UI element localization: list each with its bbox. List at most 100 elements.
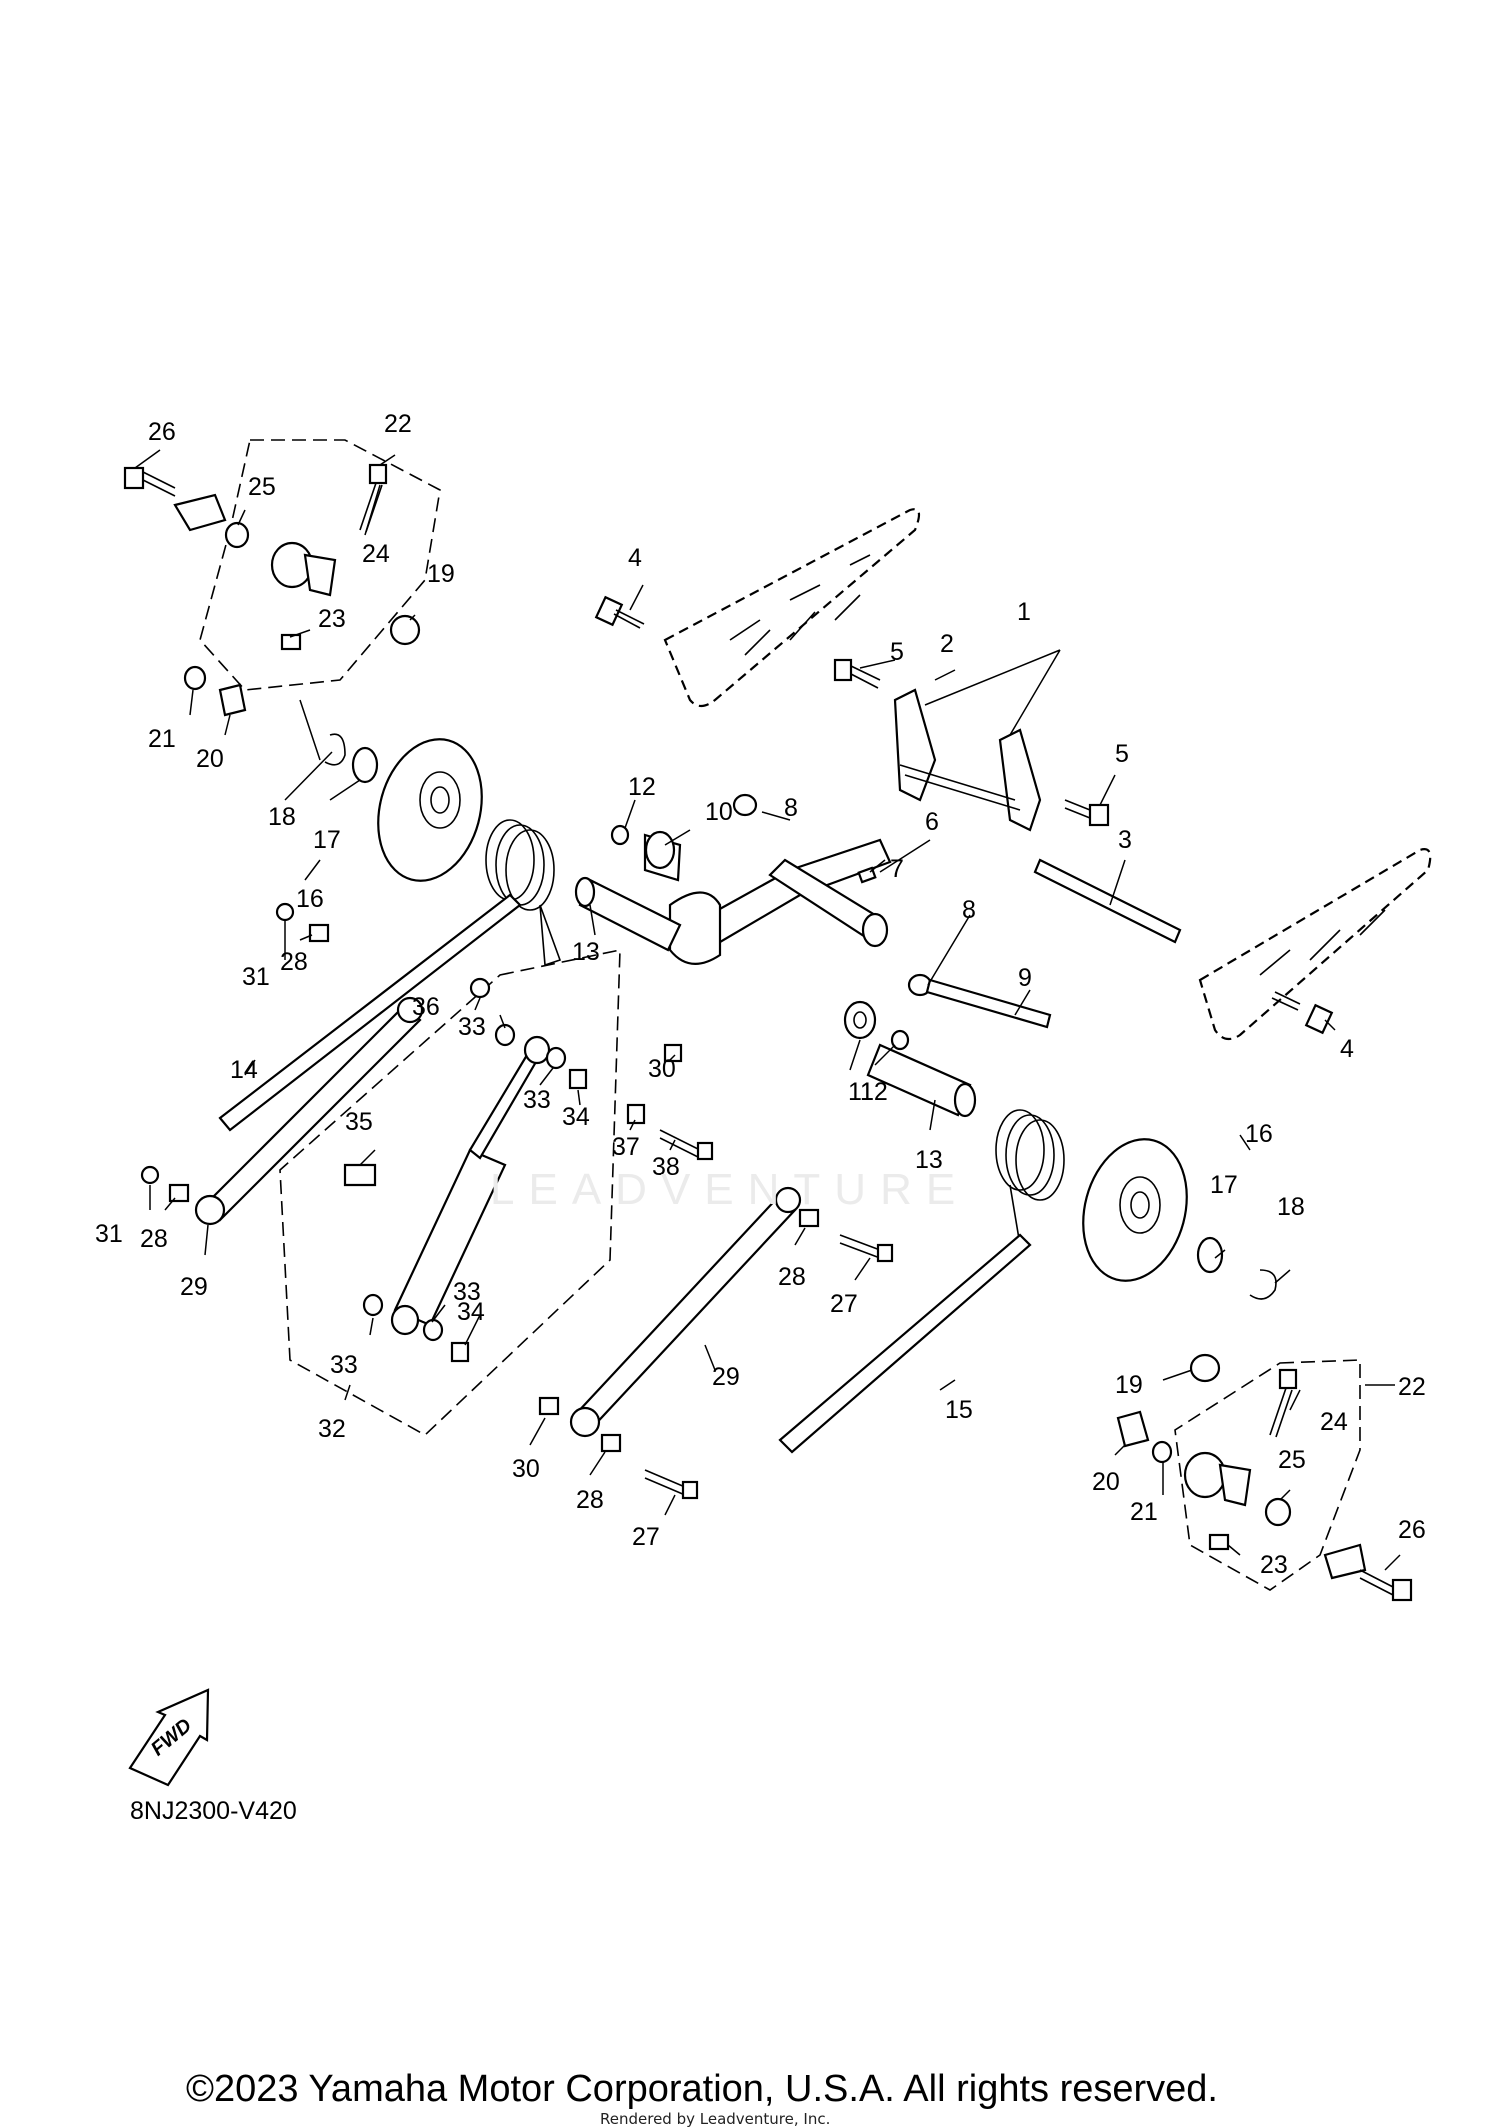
block-20-lower — [1116, 1410, 1150, 1448]
callout-37: 37 — [612, 1133, 640, 1161]
callout-12-upper: 12 — [628, 773, 656, 801]
callout-7: 7 — [890, 855, 904, 883]
collar-28-b — [168, 1183, 190, 1203]
circlip-18-upper — [324, 733, 346, 766]
callout-20-lower: 20 — [1092, 1468, 1120, 1496]
callout-16-lower: 16 — [1245, 1120, 1273, 1148]
collar-30-upper — [663, 1043, 683, 1063]
wheel-16-upper — [377, 738, 483, 882]
spring-14-rod — [218, 893, 522, 1132]
spacer-34-a — [568, 1068, 588, 1090]
collar-25-upper — [224, 521, 250, 549]
collar-37 — [626, 1103, 646, 1125]
callout-26-upper: 26 — [148, 418, 176, 446]
bolt-27-a — [839, 1234, 894, 1263]
collar-33-b — [545, 1046, 567, 1070]
callout-18-upper: 18 — [268, 803, 296, 831]
collar-19-lower — [1189, 1353, 1221, 1383]
plate-25-upper — [173, 493, 227, 532]
bolt-26-upper — [123, 466, 176, 497]
pivot-arm-6 — [668, 838, 892, 965]
bracket-assembly-1 — [893, 688, 1042, 832]
callout-labels: 1 2 3 4 4 5 5 6 7 8 8 9 10 11 12 12 13 1… — [95, 410, 1426, 1579]
callout-19-lower: 19 — [1115, 1371, 1143, 1399]
adjuster-cam-lower — [1183, 1451, 1252, 1507]
bolt-5-a — [833, 658, 881, 689]
callout-4-lower: 4 — [1340, 1035, 1354, 1063]
spacer-34-b — [450, 1341, 470, 1363]
callout-3: 3 — [1118, 826, 1132, 854]
rendered-by-notice: Rendered by Leadventure, Inc. — [600, 2110, 831, 2128]
fwd-arrow-icon: FWD — [128, 1688, 210, 1787]
nut-31-a — [275, 902, 295, 922]
shock-assembly-32-boundary — [279, 949, 621, 1436]
collar-33-c — [362, 1293, 384, 1317]
callout-34-b: 34 — [457, 1298, 485, 1326]
callout-14: 14 — [230, 1056, 258, 1084]
collar-28-d — [600, 1433, 622, 1453]
callout-11: 11 — [848, 1078, 874, 1106]
leader-lines — [134, 449, 1401, 1571]
spring-15-coil — [995, 1109, 1065, 1246]
callout-4-upper: 4 — [628, 544, 642, 572]
callout-22-lower: 22 — [1398, 1373, 1426, 1401]
stopper-35 — [343, 1163, 377, 1187]
callout-24-upper: 24 — [362, 540, 390, 568]
callout-30-upper: 30 — [648, 1055, 676, 1083]
seal-17-upper — [351, 746, 379, 784]
callout-17-upper: 17 — [313, 826, 341, 854]
shaft-3 — [1033, 858, 1182, 944]
callout-29-right: 29 — [712, 1363, 740, 1391]
callout-8-lower: 8 — [962, 896, 976, 924]
shock-absorber-32 — [390, 1035, 551, 1336]
collar-33-d — [422, 1318, 444, 1342]
washer-12-upper — [610, 824, 630, 846]
callout-29-left: 29 — [180, 1273, 208, 1301]
callout-2: 2 — [940, 630, 954, 658]
callout-5-upper: 5 — [890, 638, 904, 666]
bolt-4-lower — [1271, 991, 1334, 1035]
callout-5-lower: 5 — [1115, 740, 1129, 768]
callout-18-lower: 18 — [1277, 1193, 1305, 1221]
callout-12-lower: 12 — [860, 1078, 888, 1106]
shaft-13-upper — [574, 876, 682, 952]
washer-21-lower — [1151, 1440, 1173, 1464]
seal-17-lower — [1196, 1236, 1224, 1274]
bolt-4-upper — [594, 595, 645, 629]
callout-13-upper: 13 — [572, 938, 600, 966]
bolt-26-lower — [1359, 1569, 1413, 1602]
callout-25-upper: 25 — [248, 473, 276, 501]
bolt-24-lower — [1269, 1368, 1298, 1438]
callout-19-upper: 19 — [427, 560, 455, 588]
nut-23-lower — [1208, 1533, 1230, 1551]
callout-28-c: 28 — [778, 1263, 806, 1291]
callout-10: 10 — [705, 798, 733, 826]
callout-34-a: 34 — [562, 1103, 590, 1131]
callout-1: 1 — [1017, 598, 1031, 626]
callout-28-a: 28 — [280, 948, 308, 976]
washer-21-upper — [183, 665, 207, 691]
collar-25-lower — [1264, 1497, 1292, 1527]
callout-27-a: 27 — [830, 1290, 858, 1318]
circlip-18-lower — [1249, 1269, 1277, 1300]
callout-31-a: 31 — [242, 963, 270, 991]
bolt-24-upper — [359, 463, 388, 533]
collar-19-upper — [389, 614, 421, 646]
collar-28-c — [798, 1208, 820, 1228]
callout-24-lower: 24 — [1320, 1408, 1348, 1436]
upper-side-rail — [663, 508, 921, 708]
wheel-16-lower — [1082, 1138, 1188, 1282]
copyright-notice: ©2023 Yamaha Motor Corporation, U.S.A. A… — [186, 2068, 1218, 2110]
callout-33-b: 33 — [523, 1086, 551, 1114]
callout-35: 35 — [345, 1108, 373, 1136]
watermark-text: LEADVENTURE — [490, 1165, 970, 1214]
diagram-code: 8NJ2300-V420 — [130, 1797, 297, 1825]
collar-28-a — [308, 923, 330, 943]
callout-33-a: 33 — [458, 1013, 486, 1041]
adjuster-assembly-22-lower-boundary — [1174, 1359, 1361, 1591]
callout-28-b: 28 — [140, 1225, 168, 1253]
adjuster-assembly-22-upper-boundary — [199, 439, 441, 691]
bushing-10 — [643, 830, 682, 882]
bolt-5-b — [1064, 799, 1110, 827]
